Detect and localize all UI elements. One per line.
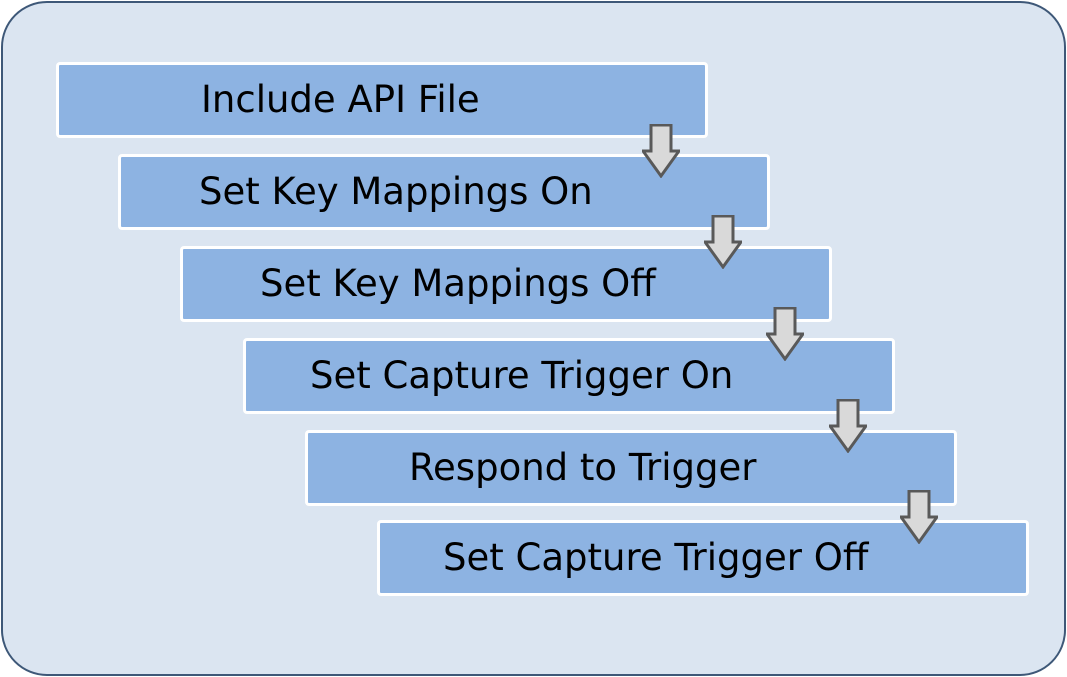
step-set-capture-trigger-off: Set Capture Trigger Off [377,520,1029,596]
down-arrow-icon [900,490,938,544]
step-label: Set Capture Trigger On [310,354,734,397]
step-label: Set Key Mappings On [199,170,593,213]
down-arrow-icon [642,124,680,178]
step-include-api-file: Include API File [56,62,708,138]
step-label: Respond to Trigger [409,446,757,489]
step-label: Set Key Mappings Off [260,262,656,305]
down-arrow-icon [766,307,804,361]
step-label: Set Capture Trigger Off [443,536,869,579]
step-label: Include API File [201,78,480,121]
down-arrow-icon [829,399,867,453]
down-arrow-icon [704,215,742,269]
